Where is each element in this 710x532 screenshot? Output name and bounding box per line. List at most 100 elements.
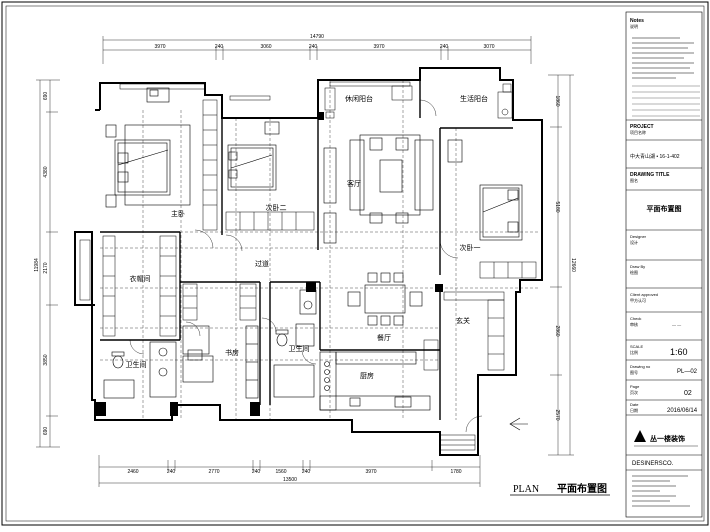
bottom-dim-3: 2770: [208, 469, 219, 475]
project-name: 中大青山湖 • 16-1-402: [630, 153, 680, 160]
check-label-cn: 审核: [630, 321, 638, 327]
room-label-corridor: 过道: [255, 259, 269, 268]
check-value: — —: [672, 322, 681, 327]
designer-label-en: Designer: [630, 234, 647, 239]
leisure-balcony-furniture: [324, 85, 413, 119]
left-dim-1: 690: [43, 92, 49, 101]
bathroom-1-fixtures: [103, 341, 177, 399]
left-dim-4: 3850: [43, 354, 49, 365]
inner-border: [5, 5, 705, 522]
room-label-leisure-balcony: 休闲阳台: [345, 94, 373, 103]
designer-label-cn: 设计: [630, 239, 638, 245]
top-dim-3: 3060: [260, 44, 271, 50]
master-bed: [105, 124, 191, 208]
door-swings: [129, 99, 483, 433]
drawing-no-label-en: Drawing no: [630, 364, 651, 369]
project-label-en: PROJECT: [630, 124, 654, 130]
bottom-dim-8: 1780: [450, 469, 461, 475]
right-dim-1: 1860: [554, 95, 560, 106]
drawing-no-label-cn: 图号: [630, 369, 638, 375]
date-label-cn: 日期: [630, 407, 638, 413]
plan-label-cn: 平面布置图: [557, 482, 607, 495]
project-label-cn: 项目名称: [630, 129, 646, 135]
plan-label-en: PLAN: [513, 484, 539, 495]
bathroom-2-fixtures: [273, 289, 317, 398]
notes-label-en: Notes: [630, 18, 644, 24]
dashed-axis-lines: [100, 80, 540, 420]
company-address-lines: [632, 475, 690, 507]
entrance-cabinets: [423, 291, 505, 371]
top-dim-6: 240: [440, 44, 449, 50]
notes-blank-rows: [632, 85, 700, 117]
date-label-en: Date: [630, 402, 639, 407]
page-label-en: Page: [630, 384, 640, 389]
right-dimensions: [548, 74, 574, 456]
top-dim-7: 3070: [483, 44, 494, 50]
living-room-sofa-set: [323, 134, 434, 244]
second-bedroom-1-wardrobe: [479, 261, 537, 279]
left-dim-3: 2170: [43, 262, 49, 273]
interior-walls: [100, 80, 513, 420]
left-dim-5: 690: [43, 427, 49, 436]
page-value: 02: [684, 390, 692, 397]
master-wardrobe: [202, 99, 218, 231]
company-logo-text: 丛一楼装饰: [650, 434, 685, 443]
room-label-bathroom-1: 卫生间: [126, 360, 147, 369]
top-dim-1: 3970: [154, 44, 165, 50]
windows: [79, 81, 476, 451]
page-label-cn: 页次: [630, 389, 638, 395]
left-dim-2: 4380: [43, 166, 49, 177]
kitchen-counters: [319, 351, 431, 411]
client-approved-label-en: Client approved: [630, 292, 658, 297]
study-furniture: [182, 325, 259, 399]
room-label-dining-room: 餐厅: [377, 333, 391, 342]
drawing-title-label-en: DRAWING TITLE: [630, 172, 670, 178]
top-dim-5: 3970: [373, 44, 384, 50]
check-label-en: Check: [630, 316, 641, 321]
scale-value: 1:60: [670, 347, 688, 357]
entrance-arrow: [509, 417, 528, 431]
room-label-study: 书房: [225, 348, 239, 357]
room-label-entrance: 玄关: [456, 316, 470, 325]
right-dim-2: 5180: [554, 201, 560, 212]
date-value: 2016/06/14: [667, 408, 698, 414]
master-desk-chair: [146, 87, 170, 103]
drawing-no-value: PL—02: [677, 369, 698, 375]
room-label-service-balcony: 生活阳台: [460, 94, 488, 103]
top-dim-2: 240: [215, 44, 224, 50]
left-dimensions: [36, 79, 60, 448]
top-total-dim: 14790: [310, 34, 324, 40]
scale-label-en: SCALE: [630, 344, 643, 349]
room-label-living-room: 客厅: [347, 179, 361, 188]
bottom-dim-5: 1560: [275, 469, 286, 475]
second-bedroom-2-wardrobe: [225, 211, 315, 231]
second-bedroom-2-bed: [227, 121, 280, 191]
left-total-dim: 11984: [34, 258, 40, 272]
top-dimensions: [102, 36, 532, 64]
structural-columns: [96, 112, 443, 416]
bottom-dim-6: 240: [302, 469, 311, 475]
bottom-dim-7: 3970: [365, 469, 376, 475]
room-label-second-bedroom-2: 次卧二: [266, 203, 287, 212]
bottom-dim-2: 240: [167, 469, 176, 475]
bottom-total-dim: 13500: [283, 477, 297, 483]
bottom-dimensions: [98, 455, 481, 487]
notes-text-lines: [632, 37, 694, 79]
draw-by-label-en: Draw By: [630, 264, 645, 269]
title-block-frame: [625, 11, 703, 518]
bottom-dim-1: 2460: [127, 469, 138, 475]
top-dim-4: 240: [309, 44, 318, 50]
right-total-dim: 12660: [570, 258, 576, 272]
client-approved-label-cn: 甲方认可: [630, 297, 646, 303]
drawing-title-label-cn: 图名: [630, 177, 638, 183]
service-balcony-fixtures: [497, 83, 513, 119]
notes-label-cn: 说明: [630, 23, 638, 29]
room-label-cloakroom: 衣帽间: [130, 274, 151, 283]
room-label-kitchen: 厨房: [360, 371, 374, 380]
room-label-second-bedroom-1: 次卧一: [460, 243, 481, 252]
scale-label-cn: 比例: [630, 349, 638, 355]
right-dim-4: 2570: [554, 409, 560, 420]
